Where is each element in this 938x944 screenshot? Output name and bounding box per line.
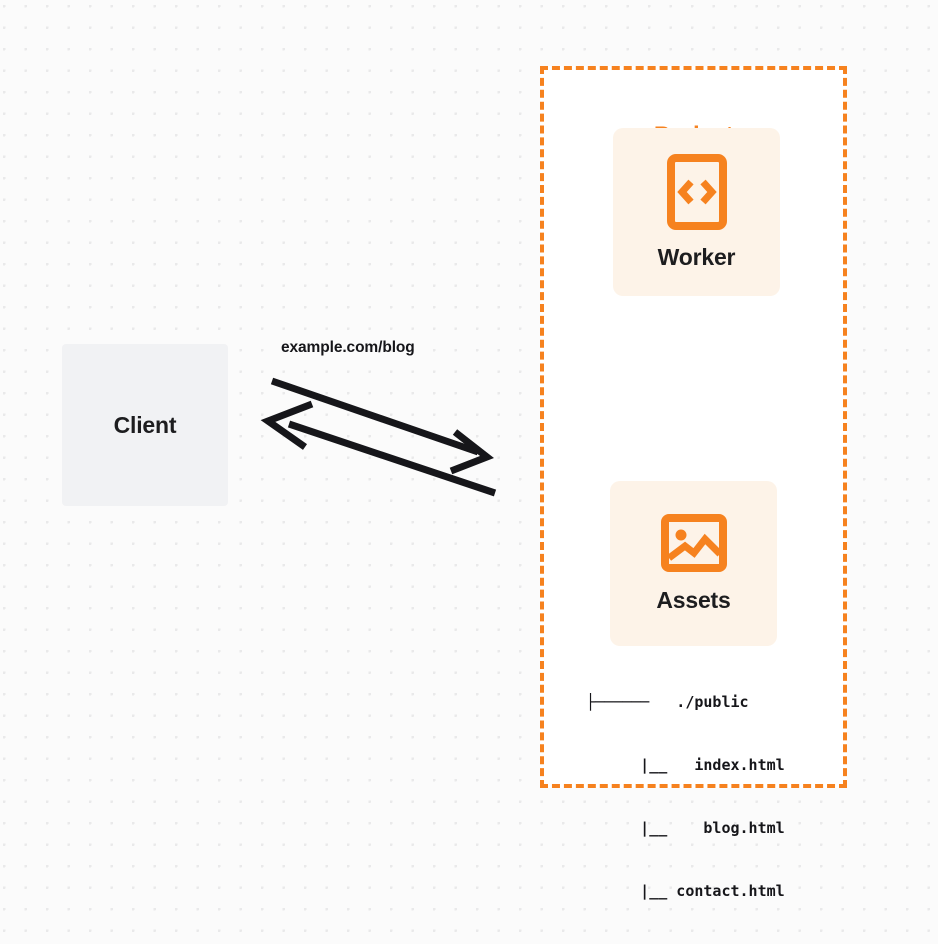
node-assets[interactable]: Assets	[610, 481, 777, 646]
node-worker-label: Worker	[657, 243, 736, 270]
node-worker[interactable]: Worker	[613, 128, 780, 296]
file-tree-line: |__ blog.html	[586, 819, 785, 837]
code-brackets-icon	[666, 153, 727, 230]
arrow-request	[270, 377, 495, 475]
diagram-canvas: Client example.com/blog Project Worker	[62, 66, 847, 900]
arrow-response	[260, 400, 497, 497]
file-tree-line: |__ contact.html	[586, 882, 785, 900]
image-icon	[660, 514, 727, 572]
assets-file-tree: ├────── ./public |__ index.html |__ blog…	[586, 650, 785, 944]
file-tree-line: ├────── ./public	[586, 693, 749, 711]
node-client[interactable]: Client	[62, 344, 228, 506]
file-tree-line: |__ index.html	[586, 756, 785, 774]
edge-label-url: example.com/blog	[281, 339, 415, 356]
node-assets-label: Assets	[656, 587, 731, 613]
node-client-label: Client	[113, 411, 177, 438]
